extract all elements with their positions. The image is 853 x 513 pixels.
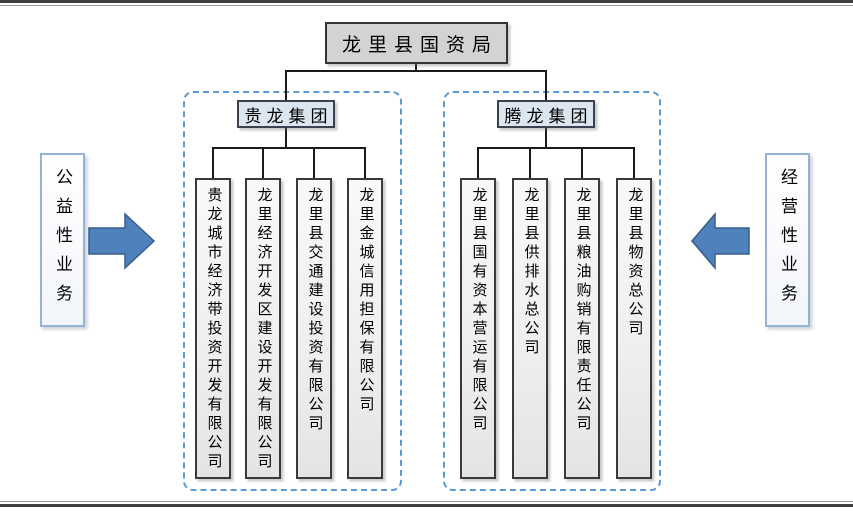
subsidiary-node-guilong-4: 龙里金城信用担保有限公司 (347, 178, 383, 479)
top-rule-thin (0, 5, 853, 6)
connector-guilong-stub (285, 128, 287, 149)
group-frame-guilong (183, 91, 402, 491)
side-label-text: 经营性业务 (778, 167, 797, 313)
connector-tenglong-drop-1 (477, 148, 479, 178)
group-node-tenglong-label: 腾龙集团 (504, 106, 593, 126)
connector-guilong-drop-3 (313, 148, 315, 178)
bottom-rule-thin (0, 501, 853, 502)
connector-guilong-drop-4 (364, 148, 366, 178)
arrow-right-icon (88, 212, 156, 270)
connector-root-bar (285, 70, 547, 72)
group-node-tenglong: 腾龙集团 (497, 100, 595, 128)
subsidiary-node-guilong-1: 贵龙城市经济带投资开发有限公司 (195, 178, 231, 479)
connector-guilong-drop-1 (212, 148, 214, 178)
connector-tenglong-drop-2 (529, 148, 531, 178)
subsidiary-node-guilong-3: 龙里县交通建设投资有限公司 (296, 178, 332, 479)
group-frame-tenglong (443, 91, 661, 491)
group-node-guilong: 贵龙集团 (237, 100, 335, 128)
subsidiary-label: 龙里县交通建设投资有限公司 (306, 187, 323, 434)
connector-drop-tenglong (545, 71, 547, 101)
connector-drop-guilong (285, 71, 287, 101)
root-node-label: 龙里县国资局 (341, 34, 498, 56)
subsidiary-label: 龙里县国有资本营运有限公司 (470, 187, 487, 434)
connector-guilong-drop-2 (262, 148, 264, 178)
subsidiary-label: 龙里经济开发区建设开发有限公司 (255, 187, 272, 472)
connector-root-stub (415, 63, 417, 72)
connector-tenglong-drop-3 (581, 148, 583, 178)
subsidiary-label: 龙里金城信用担保有限公司 (357, 187, 374, 415)
arrow-left-icon (691, 212, 750, 270)
subsidiary-label: 贵龙城市经济带投资开发有限公司 (205, 187, 222, 472)
subsidiary-node-tenglong-2: 龙里县供排水总公司 (512, 178, 548, 479)
subsidiary-node-tenglong-4: 龙里县物资总公司 (616, 178, 652, 479)
bottom-rule-thick (0, 504, 853, 507)
connector-tenglong-stub (545, 128, 547, 149)
subsidiary-label: 龙里县粮油购销有限责任公司 (574, 187, 591, 434)
connector-tenglong-bar (477, 147, 635, 149)
subsidiary-node-tenglong-3: 龙里县粮油购销有限责任公司 (564, 178, 600, 479)
group-node-guilong-label: 贵龙集团 (244, 106, 333, 126)
connector-tenglong-drop-4 (633, 148, 635, 178)
top-rule-thick (0, 0, 853, 3)
connector-guilong-bar (212, 147, 366, 149)
side-label-text: 公益性业务 (53, 167, 72, 313)
subsidiary-node-guilong-2: 龙里经济开发区建设开发有限公司 (245, 178, 281, 479)
side-label-public-welfare: 公益性业务 (40, 153, 85, 327)
side-label-operating: 经营性业务 (765, 153, 810, 327)
subsidiary-node-tenglong-1: 龙里县国有资本营运有限公司 (460, 178, 496, 479)
subsidiary-label: 龙里县供排水总公司 (522, 187, 539, 358)
root-node: 龙里县国资局 (325, 22, 508, 64)
subsidiary-label: 龙里县物资总公司 (626, 187, 643, 339)
